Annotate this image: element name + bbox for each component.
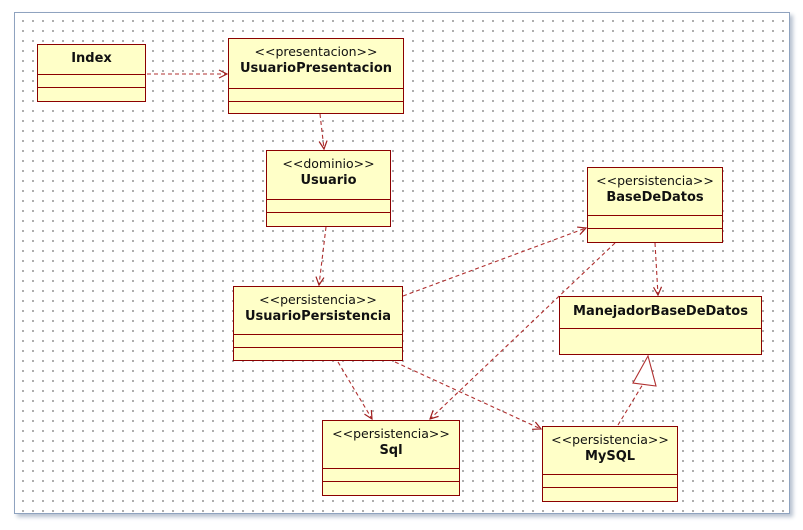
operations-compartment xyxy=(38,88,145,100)
attributes-compartment xyxy=(229,89,403,102)
operations-compartment xyxy=(588,229,722,241)
class-name: UsuarioPersistencia xyxy=(244,309,392,324)
class-usuario[interactable]: <<dominio>> Usuario xyxy=(266,150,391,227)
class-index[interactable]: Index xyxy=(37,44,146,102)
class-manejador-base-de-datos[interactable]: ManejadorBaseDeDatos xyxy=(559,296,762,355)
class-name: BaseDeDatos xyxy=(606,190,704,205)
class-name: Index xyxy=(71,51,112,66)
class-stereotype: <<persistencia>> xyxy=(551,432,669,447)
class-usuario-presentacion[interactable]: <<presentacion>> UsuarioPresentacion xyxy=(228,38,404,114)
generalization-arrowhead xyxy=(632,354,657,387)
dependency-usuario-to-usuario-persistencia[interactable] xyxy=(319,226,327,285)
dependency-base-de-datos-to-sql[interactable] xyxy=(430,242,616,419)
class-sql[interactable]: <<persistencia>> Sql xyxy=(322,420,460,496)
attributes-compartment xyxy=(323,469,459,482)
class-stereotype: <<persistencia>> xyxy=(596,173,714,188)
dependency-usuario-persistencia-to-sql[interactable] xyxy=(337,361,372,419)
operations-compartment xyxy=(323,482,459,494)
attributes-compartment xyxy=(560,329,761,354)
operations-compartment xyxy=(267,213,390,225)
attributes-compartment xyxy=(234,335,402,348)
operations-compartment xyxy=(543,488,677,500)
class-usuario-persistencia[interactable]: <<persistencia>> UsuarioPersistencia xyxy=(233,286,403,361)
class-name: Sql xyxy=(379,443,403,458)
dependency-usuario-persistencia-to-base-de-datos[interactable] xyxy=(402,228,586,297)
class-base-de-datos[interactable]: <<persistencia>> BaseDeDatos xyxy=(587,167,723,243)
class-name: MySQL xyxy=(584,449,636,464)
attributes-compartment xyxy=(38,75,145,88)
class-stereotype: <<persistencia>> xyxy=(332,426,450,441)
class-name: UsuarioPresentacion xyxy=(239,61,393,76)
class-stereotype: <<persistencia>> xyxy=(259,292,377,307)
attributes-compartment xyxy=(588,216,722,229)
operations-compartment xyxy=(234,348,402,360)
dependency-usuario-persistencia-to-mysql[interactable] xyxy=(394,361,541,429)
class-name: ManejadorBaseDeDatos xyxy=(573,304,748,319)
class-name: Usuario xyxy=(300,173,357,188)
dependency-base-de-datos-to-manejador[interactable] xyxy=(655,242,658,295)
generalization-mysql-to-manejador[interactable] xyxy=(617,383,644,426)
attributes-compartment xyxy=(543,475,677,488)
class-stereotype: <<presentacion>> xyxy=(254,44,378,59)
dependency-usuario-presentacion-to-usuario[interactable] xyxy=(320,113,324,149)
class-mysql[interactable]: <<persistencia>> MySQL xyxy=(542,426,678,502)
attributes-compartment xyxy=(267,200,390,213)
class-stereotype: <<dominio>> xyxy=(282,156,375,171)
operations-compartment xyxy=(229,102,403,114)
